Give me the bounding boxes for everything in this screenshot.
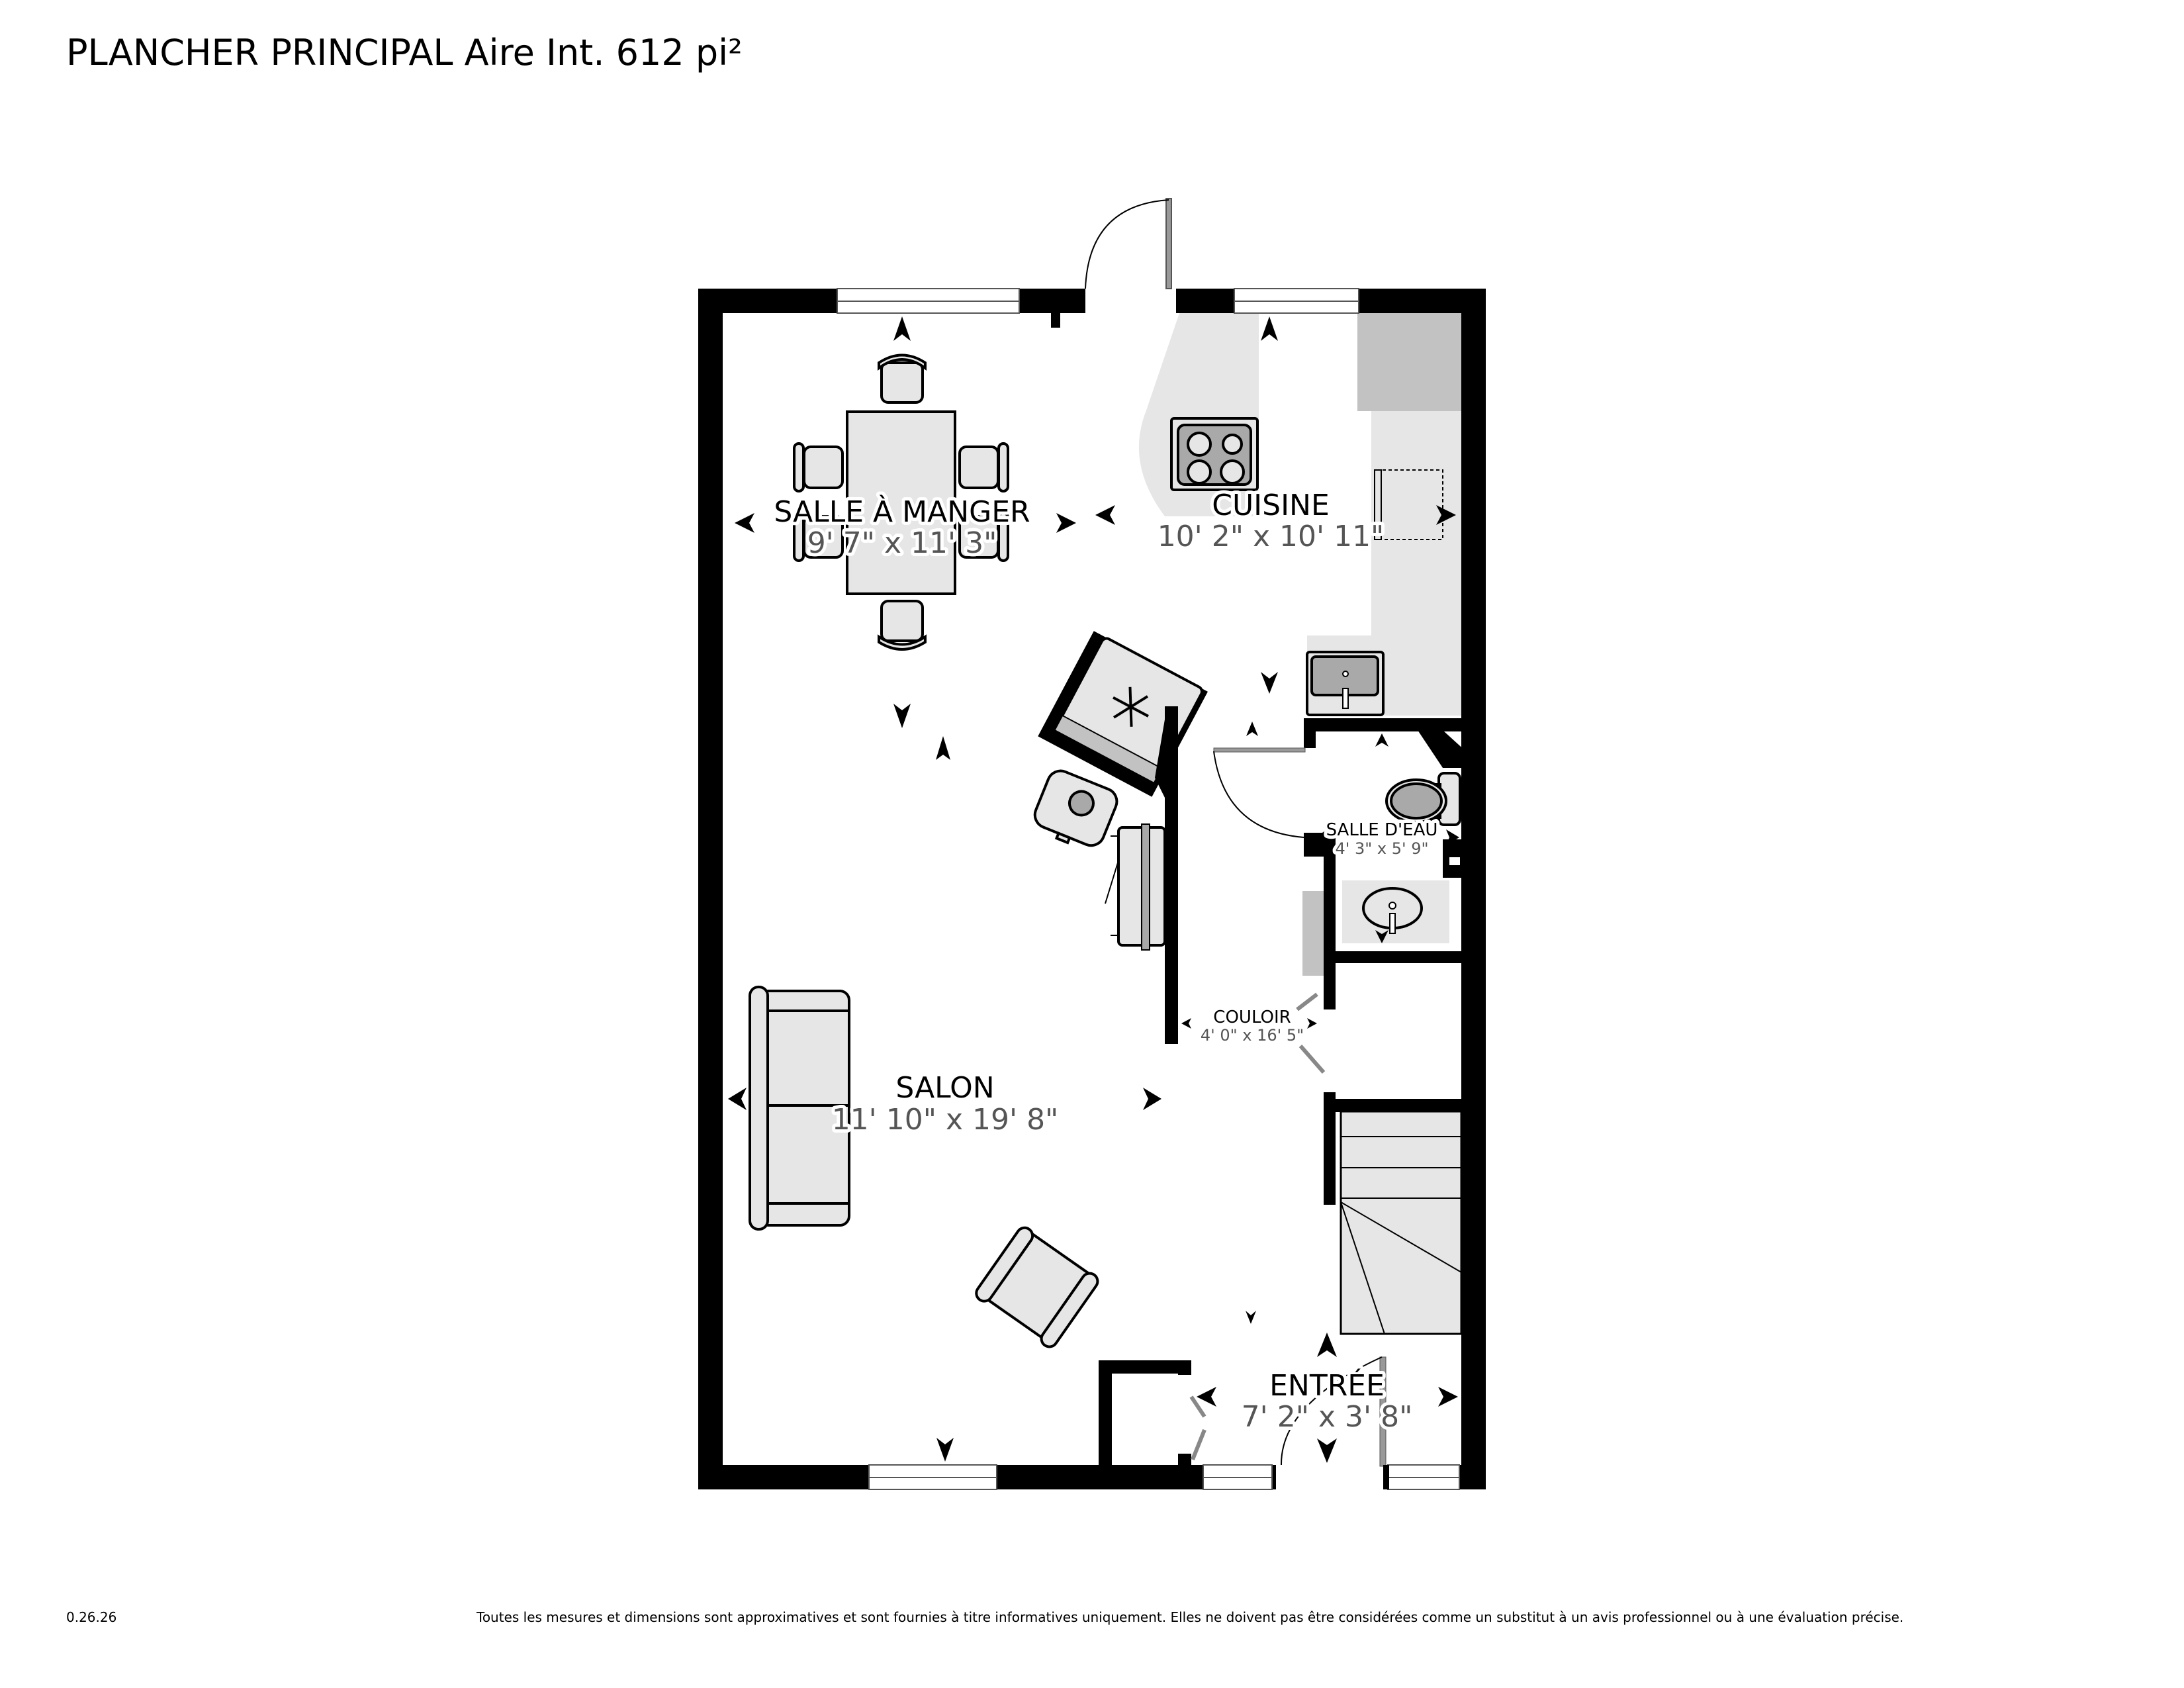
arrow-left-icon <box>1316 829 1327 845</box>
bath-bottom-wall <box>1324 951 1461 963</box>
fireplace-unit-icon <box>1105 823 1166 951</box>
svg-text:SALLE D'EAU: SALLE D'EAU <box>1326 820 1438 840</box>
arrow-right-icon <box>1056 513 1076 533</box>
room-label-entree: ENTRÉE 7' 2" x 3' 8" <box>1238 1364 1416 1437</box>
chair-icon <box>803 445 844 489</box>
arrow-left-icon <box>735 513 754 533</box>
arrow-left-icon <box>1095 505 1115 525</box>
chair-icon <box>958 445 999 489</box>
svg-text:SALON: SALON <box>895 1071 994 1105</box>
arrow-right-icon <box>1446 829 1459 845</box>
snowflake-icon <box>1113 686 1149 727</box>
washer-icon <box>1033 769 1118 847</box>
disclaimer-text: Toutes les mesures et dimensions sont ap… <box>477 1609 1904 1625</box>
stairs-icon <box>1340 1110 1463 1335</box>
svg-text:CUISINE: CUISINE <box>1212 489 1330 522</box>
svg-text:4' 0" x 16' 5": 4' 0" x 16' 5" <box>1201 1026 1304 1045</box>
arrow-down-icon <box>1261 672 1278 694</box>
arrow-up-icon <box>1261 316 1278 341</box>
bathroom-fixtures <box>1302 772 1461 976</box>
dining-set-icon <box>793 353 1009 651</box>
arrow-right-icon <box>1307 1018 1317 1029</box>
room-label-couloir: COULOIR 4' 0" x 16' 5" <box>1197 1004 1307 1048</box>
svg-text:SALLE À MANGER: SALLE À MANGER <box>774 494 1030 529</box>
page-title: PLANCHER PRINCIPAL Aire Int. 612 pi² <box>66 32 743 73</box>
svg-text:ENTRÉE: ENTRÉE <box>1269 1368 1385 1403</box>
burner-icon <box>1187 432 1212 457</box>
svg-text:10' 2" x 10' 11": 10' 2" x 10' 11" <box>1158 520 1385 553</box>
front-door <box>1276 1356 1387 1489</box>
kitchen-counter-upper <box>1357 313 1461 411</box>
arrow-down-icon <box>936 1438 954 1462</box>
sofa-icon <box>749 986 850 1231</box>
exterior-walls <box>698 289 1486 1489</box>
rear-door <box>1051 198 1176 328</box>
armchair-icon <box>975 1226 1099 1348</box>
burner-icon <box>1222 434 1243 455</box>
arrow-left-icon <box>1197 1387 1216 1407</box>
arrow-right-icon <box>1143 1088 1161 1110</box>
wall-right <box>1461 289 1486 1489</box>
room-label-salle-a-manger: SALLE À MANGER 9' 7" x 11' 3" <box>770 491 1033 563</box>
dishwasher-icon <box>1376 469 1443 540</box>
room-label-cuisine: CUISINE 10' 2" x 10' 11" <box>1154 485 1388 557</box>
wall-left <box>698 289 723 1489</box>
svg-text:COULOIR: COULOIR <box>1213 1008 1291 1027</box>
arrow-left-icon <box>728 1088 747 1110</box>
svg-text:9' 7" x 11' 3": 9' 7" x 11' 3" <box>807 526 997 560</box>
room-label-salle-deau: SALLE D'EAU 4' 3" x 5' 9" <box>1323 817 1441 861</box>
arrow-down-icon <box>1317 1438 1337 1463</box>
svg-text:7' 2" x 3' 8": 7' 2" x 3' 8" <box>1242 1400 1413 1434</box>
arrow-up-icon <box>936 736 950 760</box>
arrow-up-icon <box>1246 722 1258 736</box>
bathroom-door <box>1213 747 1306 838</box>
kitchen-fixtures <box>1138 313 1461 716</box>
closet-doors <box>1189 992 1326 1461</box>
chair-icon <box>880 600 924 642</box>
arrow-right-icon <box>1436 505 1456 525</box>
arrow-down-icon <box>1375 930 1388 943</box>
dimension-arrows <box>728 316 1459 1463</box>
arrow-down-icon <box>1246 1311 1256 1324</box>
arrow-up-icon <box>1375 733 1388 747</box>
interior-walls <box>1099 706 1466 1489</box>
arrow-up-icon <box>893 316 911 341</box>
arrow-right-icon <box>1438 1387 1458 1407</box>
arrow-left-icon <box>1181 1018 1191 1029</box>
version-label: 0.26.26 <box>66 1609 117 1625</box>
dining-table <box>846 410 956 595</box>
closet-shelf <box>1302 891 1324 976</box>
svg-text:11' 10" x 19' 8": 11' 10" x 19' 8" <box>832 1103 1059 1137</box>
chair-icon <box>880 361 924 404</box>
door-swing-arc <box>1085 199 1169 289</box>
windows <box>837 288 1460 1490</box>
burner-icon <box>1220 459 1245 485</box>
arrow-up-icon <box>1317 1333 1337 1357</box>
burner-icon <box>1187 459 1212 485</box>
svg-text:4' 3" x 5' 9": 4' 3" x 5' 9" <box>1335 839 1428 858</box>
arrow-down-icon <box>893 704 911 728</box>
door-leaf <box>1165 198 1172 289</box>
room-label-salon: SALON 11' 10" x 19' 8" <box>829 1068 1062 1140</box>
